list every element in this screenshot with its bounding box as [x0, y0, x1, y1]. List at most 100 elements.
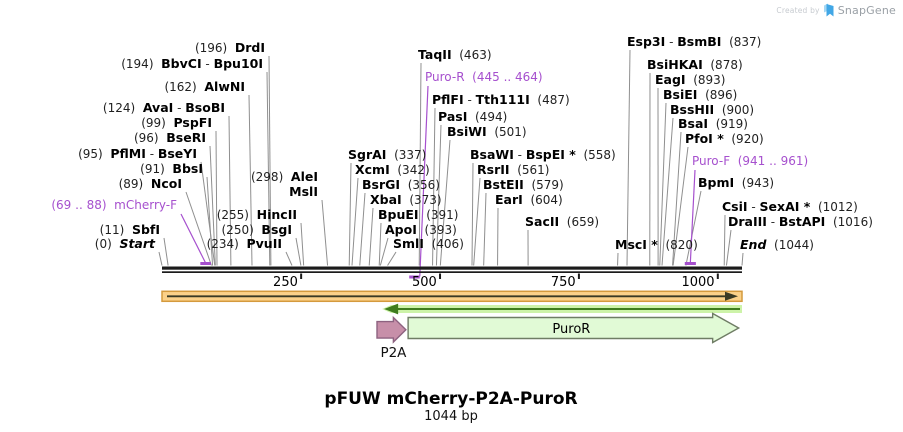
enzyme-label-bsiwi: BsiWI (501): [447, 124, 527, 139]
enzyme-label-taqii: TaqII (463): [418, 47, 492, 62]
leader-alwni: [248, 94, 253, 266]
leader-avai-bsobi: [228, 115, 232, 266]
enzyme-label-msli: MslI: [289, 184, 318, 199]
leader-xbai: [368, 207, 374, 266]
enzyme-label-msci: MscI * (820): [615, 237, 698, 252]
leader-bsteii: [483, 192, 487, 266]
enzyme-label-sgrai: SgrAI (337): [348, 147, 427, 162]
enzyme-label-bsteii: BstEII (579): [483, 177, 564, 192]
leader-bsgi: [295, 237, 302, 266]
leader-msli: [321, 199, 329, 266]
leader-end: [741, 252, 744, 266]
enzyme-label-bsawi-bspei: BsaWI - BspEI * (558): [470, 147, 616, 162]
ruler-tick-250: [300, 273, 303, 279]
ruler-tick-label-250: 250: [273, 275, 298, 290]
snapgene-logo-icon: [823, 3, 834, 17]
enzyme-label-bsshii: BssHII (900): [670, 102, 755, 117]
ruler-tick-750: [577, 273, 580, 279]
leader-bsshii: [661, 117, 674, 266]
leader-start: [158, 251, 163, 266]
primer-label-mcherry-f: (69 .. 88) mCherry-F: [51, 198, 177, 212]
leader-draiii-bstapi: [725, 229, 732, 266]
leader-xcmi: [351, 177, 359, 266]
primer-span-puro-r: [409, 275, 420, 279]
leader-drdi: [268, 55, 272, 266]
primer-leader-puro-f: [689, 169, 696, 264]
enzyme-label-smli: SmlI (406): [393, 236, 464, 251]
leader-bpuei: [378, 222, 382, 266]
p2a-arrow: [376, 315, 407, 344]
primer-label-puro-f: Puro-F (941 .. 961): [692, 154, 809, 168]
leader-pfoi: [672, 146, 689, 266]
plasmid-title: pFUW mCherry-P2A-PuroR: [324, 389, 578, 409]
leader-pvuii: [285, 251, 293, 266]
ruler-tick-1000: [716, 273, 719, 279]
enzyme-label-ncoi: (89) NcoI: [118, 176, 182, 191]
ruler-line-bottom: [162, 271, 742, 273]
leader-pflfi-tth111i: [432, 107, 436, 266]
enzyme-label-bbvci-bpu10i: (194) BbvCI - Bpu10I: [121, 56, 263, 71]
enzyme-label-rsrii: RsrII (561): [477, 162, 550, 177]
primer-span-mcherry-f: [200, 262, 211, 265]
enzyme-label-bseri: (96) BseRI: [133, 130, 206, 145]
leader-pasi: [435, 124, 442, 266]
enzyme-label-bpuei: BpuEI (391): [378, 207, 459, 222]
created-by-text: Created by: [776, 5, 820, 15]
ruler-tick-500: [439, 273, 442, 279]
ruler-tick-label-500: 500: [412, 275, 437, 290]
reverse-arrowhead: [384, 303, 399, 315]
leader-bsrgi: [359, 192, 366, 266]
leader-esp3i-bsmbi: [626, 49, 631, 266]
watermark: Created by SnapGene: [776, 3, 896, 17]
enzyme-label-sacii: SacII (659): [525, 214, 600, 229]
p2a-label: P2A: [380, 345, 407, 361]
enzyme-label-bsrgi: BsrGI (356): [362, 177, 440, 192]
enzyme-label-hincii: (255) HincII: [216, 207, 297, 222]
construct-arrowhead: [725, 291, 738, 301]
primer-span-puro-f: [684, 262, 696, 265]
leader-pflmi-bseyi: [200, 161, 216, 266]
leader-sbfi: [163, 237, 169, 266]
primer-leader-puro-r: [419, 85, 429, 277]
leader-bbvci-bpu10i: [266, 71, 271, 266]
enzyme-label-drdi: (196) DrdI: [194, 40, 265, 55]
enzyme-label-eari: EarI (604): [495, 192, 563, 207]
enzyme-label-apoi: ApoI (393): [385, 222, 457, 237]
enzyme-label-pflmi-bseyi: (95) PflMI - BseYI: [78, 146, 197, 161]
leader-apoi: [379, 237, 389, 266]
leader-csii-sexai: [723, 214, 726, 266]
primer-label-puro-r: Puro-R (445 .. 464): [425, 70, 543, 84]
ruler-tick-label-750: 750: [551, 275, 576, 290]
enzyme-label-esp3i-bsmbi: Esp3I - BsmBI (837): [627, 34, 762, 49]
leader-bsawi-bspei: [471, 162, 474, 266]
puror-arrow: [407, 312, 741, 344]
leader-bsai: [672, 131, 682, 266]
leader-hincii: [300, 222, 305, 266]
leader-rsrii: [473, 177, 481, 266]
enzyme-label-alwni: (162) AlwNI: [164, 79, 245, 94]
enzyme-label-start: (0) Start: [94, 236, 155, 251]
enzyme-label-bpmi: BpmI (943): [698, 175, 775, 190]
enzyme-label-pspfi: (99) PspFI: [141, 115, 212, 130]
enzyme-label-pasi: PasI (494): [438, 109, 508, 124]
enzyme-label-sbfi: (11) SbfI: [99, 222, 160, 237]
enzyme-label-draiii-bstapi: DraIII - BstAPI (1016): [728, 214, 873, 229]
plasmid-length: 1044 bp: [424, 409, 478, 424]
leader-bbsi: [206, 176, 214, 266]
enzyme-label-bbsi: (91) BbsI: [140, 161, 203, 176]
enzyme-label-end: End (1044): [740, 237, 814, 252]
enzyme-label-avai-bsobi: (124) AvaI - BsoBI: [102, 100, 225, 115]
primer-leader-mcherry-f: [180, 213, 207, 264]
leader-bseri: [209, 145, 216, 266]
leader-smli: [387, 251, 397, 266]
enzyme-label-bsihkai: BsiHKAI (878): [647, 57, 743, 72]
enzyme-label-pflfi-tth111i: PflFI - Tth111I (487): [432, 92, 570, 107]
enzyme-label-eagi: EagI (893): [655, 72, 726, 87]
enzyme-label-bsiei: BsiEI (896): [663, 87, 738, 102]
ruler-line-top: [162, 266, 742, 270]
enzyme-label-pfoi: PfoI * (920): [685, 131, 764, 146]
enzyme-label-csii-sexai: CsiI - SexAI * (1012): [722, 199, 858, 214]
enzyme-label-alei: (298) AleI: [250, 169, 318, 184]
